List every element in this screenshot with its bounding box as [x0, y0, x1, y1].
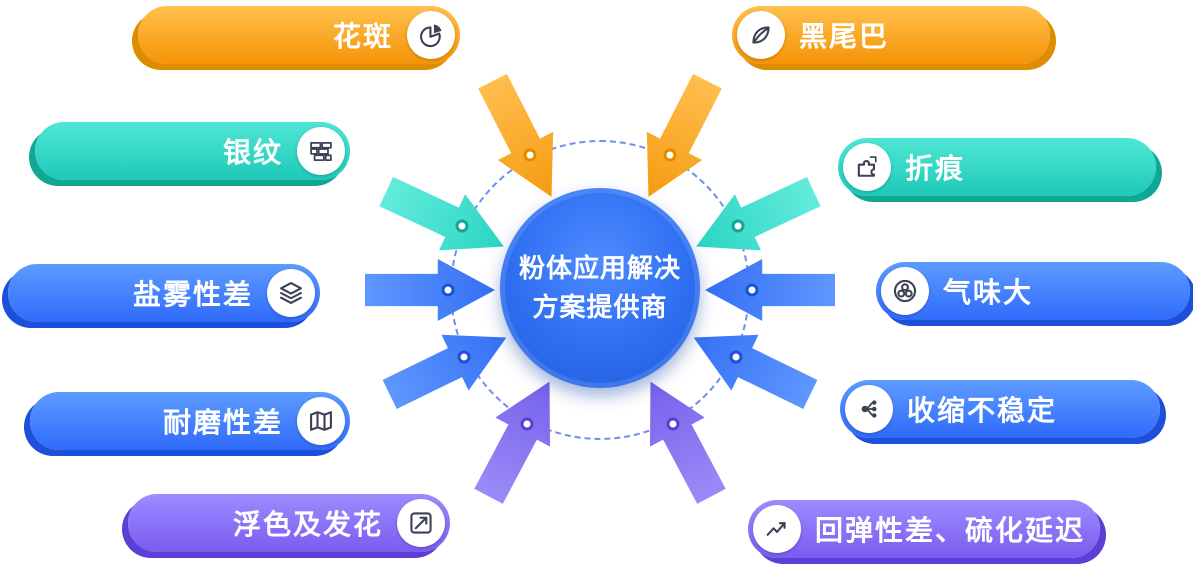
connector-dot: [520, 417, 534, 431]
problem-pill-yanwu: 盐雾性差: [8, 264, 320, 322]
connector-dot: [731, 219, 745, 233]
puzzle-icon: [843, 143, 891, 191]
connector-dot: [729, 350, 743, 364]
pill-label: 花斑: [332, 21, 393, 52]
pill-label: 回弹性差、硫化延迟: [815, 515, 1086, 546]
problem-pill-fuse: 浮色及发花: [128, 494, 450, 552]
pill-label: 浮色及发花: [232, 509, 383, 540]
pill-label: 折痕: [905, 153, 966, 184]
center-title-line2: 方案提供商: [532, 292, 668, 322]
pill-label: 气味大: [943, 277, 1034, 308]
layers-icon: [267, 269, 315, 317]
pill-label: 黑尾巴: [799, 21, 890, 52]
problem-pill-qiwei: 气味大: [876, 262, 1190, 320]
pill-label: 耐磨性差: [162, 407, 283, 438]
pill-label: 盐雾性差: [132, 279, 253, 310]
pill-label: 银纹: [222, 137, 283, 168]
leaf-icon: [737, 11, 785, 59]
problem-pill-zhehen: 折痕: [838, 138, 1156, 196]
connector-dot: [441, 283, 455, 297]
connector-dot: [457, 350, 471, 364]
connector-dot: [745, 283, 759, 297]
map-icon: [297, 397, 345, 445]
connector-dot: [663, 148, 677, 162]
bubbles-icon: [881, 267, 929, 315]
pill-label: 收缩不稳定: [907, 395, 1058, 426]
line-chart-icon: [753, 505, 801, 553]
trend-arrow-icon: [397, 499, 445, 547]
problem-pill-huaban: 花斑: [138, 6, 460, 64]
connector-dot: [666, 417, 680, 431]
connector-dot: [523, 148, 537, 162]
problem-pill-yinwen: 银纹: [35, 122, 350, 180]
center-circle: 粉体应用解决 方案提供商: [500, 188, 700, 388]
problem-pill-huitan: 回弹性差、硫化延迟: [748, 500, 1100, 558]
problem-pill-naimo: 耐磨性差: [30, 392, 350, 450]
center-title-line1: 粉体应用解决: [518, 253, 681, 283]
pie-chart-icon: [407, 11, 455, 59]
problem-pill-heiweiba: 黑尾巴: [732, 6, 1050, 64]
problem-pill-shousuo: 收缩不稳定: [840, 380, 1160, 438]
brick-wall-icon: [297, 127, 345, 175]
connector-dot: [455, 219, 469, 233]
nodes-icon: [845, 385, 893, 433]
